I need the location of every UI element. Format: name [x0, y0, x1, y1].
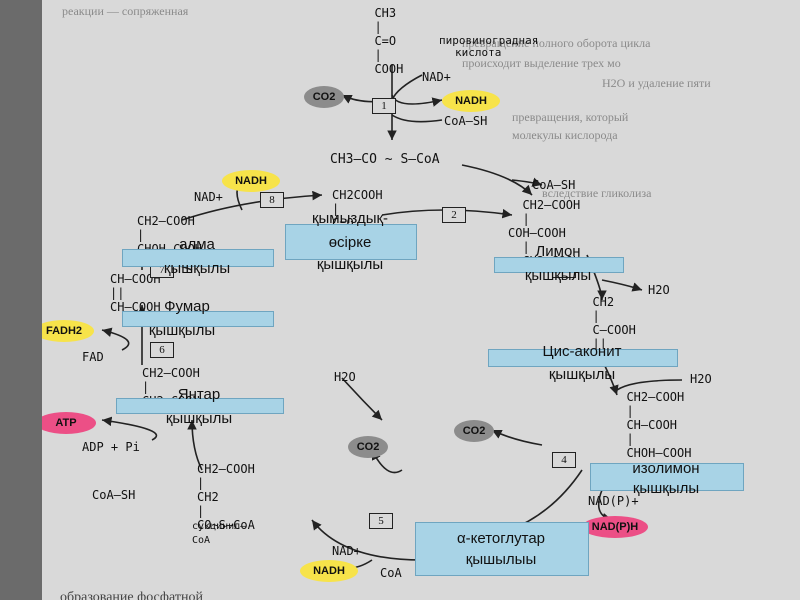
background-text: реакции — сопряженная [62, 4, 189, 18]
citrate-label-line1: Лимон [535, 243, 581, 260]
water: H2O [690, 372, 712, 386]
tca-cycle-diagram: реакции — сопряженная превращение полног… [42, 0, 800, 600]
coa: CoA [380, 566, 402, 580]
left-border-bar [0, 0, 42, 600]
background-text: превращение полного оборота цикла [462, 36, 651, 50]
step-box: 5 [369, 513, 393, 529]
oxaloacetate-label-box [285, 224, 417, 260]
pyruvate-name: кислота [455, 46, 502, 59]
fumarate-label-line1: Фумар [164, 298, 210, 315]
succinyl-coa-formula: CH2—COOH | CH2 | CO~S—CoA [197, 462, 255, 532]
pyruvate-name: пировиноградная [439, 34, 539, 47]
background-text: происходит выделение трех мо [462, 56, 621, 70]
nadh-ellipse: NADH [300, 560, 358, 582]
cis-aconitate-label-line1: Цис-аконит [542, 343, 622, 360]
fumarate-label-box [122, 311, 274, 327]
co2-ellipse: CO2 [454, 420, 494, 442]
succinate-label-box [116, 398, 284, 414]
isocitrate-formula: CH2—COOH | CH—COOH | CHOH—COOH [626, 390, 692, 460]
succinate-label-line1: Янтар [177, 386, 221, 403]
nadh-ellipse: NADH [222, 170, 280, 192]
atp-ellipse: ATP [42, 412, 96, 434]
cis-aconitate-label-line2: қышқылы [548, 366, 616, 383]
pyruvate-formula: CH3 | C=O | COOH [374, 6, 404, 76]
oxaloacetate-label-line1: қымыздық- [311, 210, 389, 227]
nad-plus: NAD+ [332, 544, 361, 558]
alpha-ketoglutarate-label-line2: қышылыы [465, 551, 537, 568]
succinyl-coa-name: сукцинил– CoA [192, 521, 247, 546]
adp-pi: ADP + Pi [82, 440, 140, 454]
background-text: вследствие гликолиза [542, 186, 652, 200]
step-box: 6 [150, 342, 174, 358]
isocitrate-label-line2: қышқылы [632, 480, 700, 497]
step-box: 4 [552, 452, 576, 468]
fumarate-label-line2: қышқылы [148, 322, 216, 339]
water: H2O [648, 283, 670, 297]
alpha-ketoglutarate-label-box [415, 522, 589, 576]
citrate-label-box [494, 257, 624, 273]
co2-ellipse: CO2 [348, 436, 388, 458]
oxaloacetate-label-line3: қышқылы [316, 256, 384, 273]
cis-aconitate-label-box [488, 349, 678, 367]
nad-plus: NAD+ [422, 70, 451, 84]
step-box: 1 [372, 98, 396, 114]
malate-label-line2: қышқылы [163, 260, 231, 277]
water: H2O [334, 370, 356, 384]
citrate-label-line2: қышқылы [524, 267, 592, 284]
coa-sh: CoA—SH [444, 114, 488, 128]
nadh-ellipse: NADH [442, 90, 500, 112]
coa-sh: CoA—SH [532, 178, 576, 192]
step-box: 8 [260, 192, 284, 208]
background-text: молекулы кислорода [512, 128, 618, 142]
background-text: H2O и удаление пяти [602, 76, 711, 90]
co2-ellipse: CO2 [304, 86, 344, 108]
fumarate-formula: CH—COOH || CH—COOH [110, 272, 161, 314]
succinate-label-line2: қышқылы [165, 410, 233, 427]
alpha-ketoglutarate-label-line1: α-кетоглутар [456, 530, 546, 547]
malate-label-line1: алма [179, 236, 215, 253]
background-text: образование фосфатной [60, 590, 203, 600]
nad-plus: NAD+ [194, 190, 223, 204]
malate-label-box [122, 249, 274, 267]
oxaloacetate-label-line2: өсірке [328, 234, 372, 251]
fadh2-ellipse: FADH2 [42, 320, 94, 342]
step-box: 2 [442, 207, 466, 223]
isocitrate-label-box [590, 463, 744, 491]
nadph-ellipse: NAD(P)H [582, 516, 648, 538]
acetyl-coa-formula: CH3—CO ~ S—CoA [330, 152, 440, 167]
coa-sh: CoA—SH [92, 488, 136, 502]
fad: FAD [82, 350, 104, 364]
nad-p-plus: NAD(P)+ [588, 494, 639, 508]
isocitrate-label-line1: изолимон [632, 460, 700, 477]
background-text: превращения, который [512, 110, 629, 124]
